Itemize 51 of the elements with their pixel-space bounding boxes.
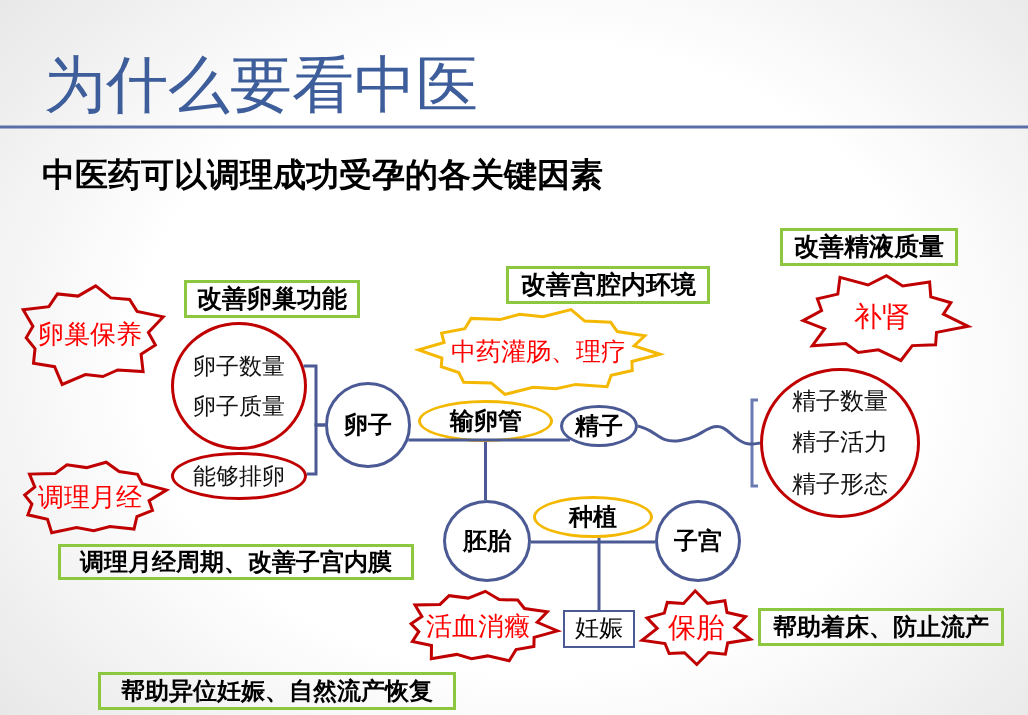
highlight-ellipse [418,400,553,442]
note-text: 改善卵巢功能 [197,284,347,314]
highlight-ellipse [533,496,653,538]
connector [408,438,570,442]
circle-node [325,382,411,468]
list-item: 精子数量 [792,387,888,416]
note-box [758,608,1004,646]
starburst-text: 卵巢保养 [38,320,142,350]
node-label: 妊娠 [575,615,623,643]
list-item: 能够排卵 [193,462,285,490]
note-box [506,266,710,304]
starburst-text: 调理月经 [38,483,142,513]
process-box [563,610,635,648]
note-text: 改善精液质量 [794,232,944,262]
starburst-text: 保胎 [668,611,724,645]
starburst-text: 中药灌肠、理疗 [450,337,626,367]
highlight-ellipse [760,368,920,518]
node-label: 胚胎 [463,527,511,555]
list-item: 精子形态 [792,470,888,499]
circle-node [443,500,531,582]
note-text: 帮助异位妊娠、自然流产恢复 [121,677,433,705]
note-box [58,544,414,580]
note-box [780,228,958,266]
subtitle: 中医药可以调理成功受孕的各关键因素 [42,156,603,194]
highlight-ellipse [171,452,307,500]
note-text: 帮助着床、防止流产 [773,613,989,641]
connector [531,540,655,544]
starburst-text: 活血消癥 [426,612,530,642]
note-text: 调理月经周期、改善子宫内膜 [80,548,392,576]
connector [484,442,487,500]
list-item: 精子活力 [792,429,888,457]
node-label: 精子 [575,412,623,440]
wavy-connector [637,424,761,446]
node-label: 子宫 [674,527,722,555]
node-label: 卵子 [344,411,392,439]
starburst [414,306,662,398]
note-box [98,672,456,710]
starburst-text: 补肾 [854,300,910,334]
list-item: 卵子数量 [193,352,285,379]
node-label: 种植 [569,503,617,531]
slide-title: 为什么要看中医 [44,48,478,122]
bracket-connector [306,423,325,476]
list-item: 卵子质量 [193,393,285,420]
note-text: 改善宫腔内环境 [520,270,696,300]
node-label: 输卵管 [449,407,522,435]
circle-node [655,500,741,582]
starburst [637,588,755,668]
note-box [184,280,360,318]
circle-node [560,405,638,447]
connector [597,537,601,610]
highlight-ellipse [171,322,307,450]
